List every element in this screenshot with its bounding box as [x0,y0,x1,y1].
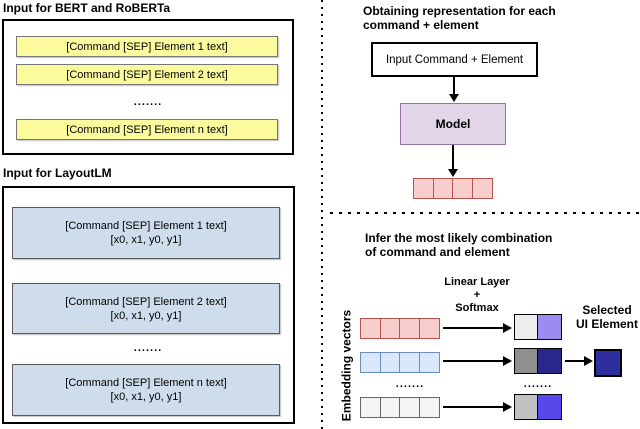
vector-cell [399,352,420,373]
pair-cell-left [514,348,539,374]
bert-input-row-1: [Command [SEP] Element 1 text] [16,36,278,57]
probability-pair-3 [514,394,563,420]
pair-cell-left [514,314,539,340]
vector-cell [379,318,401,339]
vector-cell [379,397,401,418]
bert-input-row-n: [Command [SEP] Element n text] [16,119,278,140]
layoutlm-ellipsis-dots: ....... [133,342,163,354]
vector-cell [432,178,454,199]
inference-heading-line1: Infer the most likely combination [365,231,553,245]
layoutlm-row-text: [Command [SEP] Element 2 text] [65,295,227,308]
layoutlm-row-text: [Command [SEP] Element 1 text] [65,220,227,232]
right-arrow-head-2 [503,356,512,366]
embedding-ellipsis-dots: ....... [395,378,425,390]
right-arrow-head-4 [584,356,593,366]
representation-heading: Obtaining representation for each comman… [363,4,638,32]
right-arrow-line-2 [443,360,503,362]
layoutlm-input-row-1: [Command [SEP] Element 1 text] [x0, x1, … [12,207,280,259]
probability-pair-1 [514,314,563,340]
representation-heading-line1: Obtaining representation for each [363,4,556,18]
selected-label-line1: Selected [582,303,632,317]
down-arrow-line-1 [453,77,455,95]
model-box: Model [400,103,506,145]
bert-input-row-2: [Command [SEP] Element 2 text] [16,64,278,85]
vector-cell [418,397,440,418]
linear-layer-label: Linear Layer [444,276,510,288]
selected-ui-element-cell [594,349,622,377]
pair-cell-right [537,314,563,340]
pair-cell-right [537,394,563,420]
down-arrow-head-1 [449,94,459,102]
pair-cell-right [537,348,563,374]
embedding-vector-blue [360,352,440,373]
vector-cell [360,397,381,418]
selected-ui-element-label: Selected UI Element [574,303,640,331]
layoutlm-row-coords: [x0, x1, y0, y1] [110,309,182,322]
pair-ellipsis-dots: ....... [523,378,553,390]
layoutlm-row-coords: [x0, x1, y0, y1] [110,391,182,403]
right-arrow-line-4 [565,360,584,362]
right-arrow-head-3 [503,402,512,412]
right-arrow-line-1 [443,327,503,329]
layoutlm-section-title: Input for LayoutLM [3,166,112,180]
input-command-element-box: Input Command + Element [371,42,538,77]
bert-section-title: Input for BERT and RoBERTa [3,1,171,15]
softmax-label: Softmax [455,302,499,314]
layoutlm-input-row-2: [Command [SEP] Element 2 text] [x0, x1, … [12,283,280,334]
plus-label: + [473,289,481,301]
right-arrow-line-3 [443,406,503,408]
vector-cell [471,178,493,199]
embedding-vectors-axis-label: Embedding vectors [339,309,354,422]
right-arrow-head-1 [503,323,512,333]
vector-cell [452,178,473,199]
embedding-vector-gray [360,397,440,418]
layoutlm-input-row-n: [Command [SEP] Element n text] [x0, x1, … [12,364,280,416]
vector-cell [399,318,420,339]
inference-heading: Infer the most likely combination of com… [365,231,635,259]
vertical-dotted-divider [321,0,323,429]
inference-heading-line2: of command and element [365,245,510,259]
vector-cell [418,352,440,373]
vector-cell [360,318,381,339]
pair-cell-left [514,394,539,420]
representation-heading-line2: command + element [363,18,479,32]
vector-cell [418,318,440,339]
representation-vector [413,178,493,199]
layoutlm-row-coords: [x0, x1, y0, y1] [110,234,182,246]
vector-cell [399,397,420,418]
embedding-vector-red [360,318,440,339]
vector-cell [413,178,434,199]
down-arrow-head-2 [448,169,458,177]
down-arrow-line-2 [452,145,454,170]
probability-pair-2 [514,348,563,374]
vector-cell [360,352,381,373]
layoutlm-row-text: [Command [SEP] Element n text] [65,377,227,389]
vector-cell [379,352,401,373]
selected-label-line2: UI Element [575,317,638,331]
linear-softmax-label: Linear Layer + Softmax [417,276,537,315]
bert-ellipsis-dots: ....... [133,96,163,108]
horizontal-dotted-divider [330,212,640,214]
